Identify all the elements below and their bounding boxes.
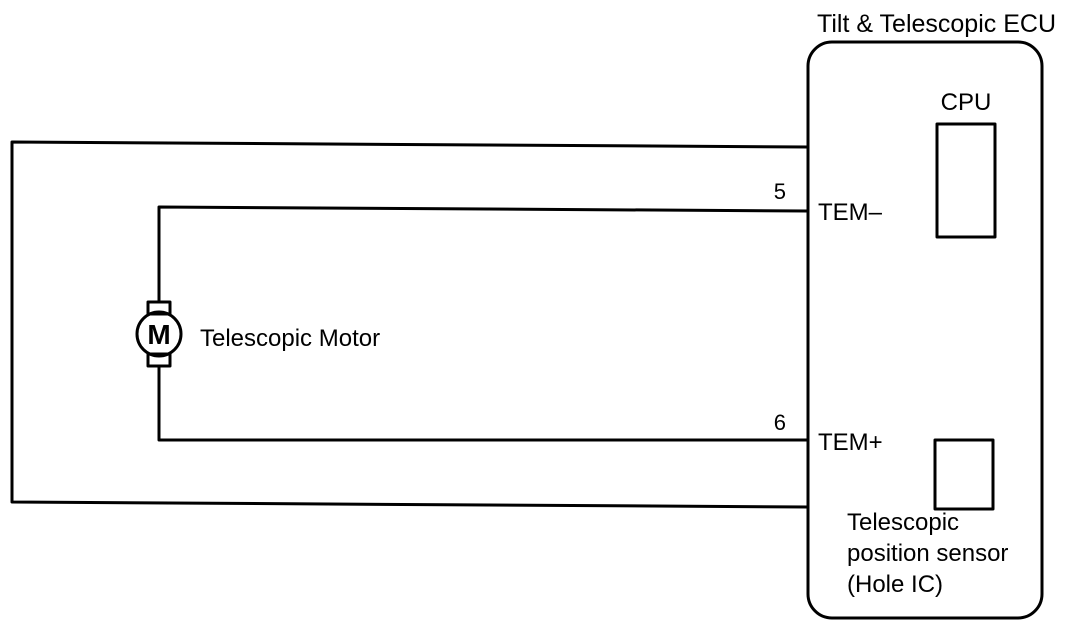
pin-number-5: 5 xyxy=(774,179,786,204)
wire-tem-plus xyxy=(157,366,808,442)
motor-label: Telescopic Motor xyxy=(200,325,380,352)
ecu-housing xyxy=(806,40,1044,620)
sensor-label-line-1: Telescopic xyxy=(847,509,959,536)
sensor-loop-wire xyxy=(10,140,809,509)
wire-tem-minus xyxy=(157,205,809,302)
pin-number-6: 6 xyxy=(774,410,786,435)
motor-icon: M xyxy=(135,300,183,368)
sensor-label-line-3: (Hole IC) xyxy=(847,571,943,598)
sensor-label-line-2: position sensor xyxy=(847,540,1008,567)
cpu-block xyxy=(935,122,997,239)
motor-symbol: M xyxy=(147,319,170,350)
pin-name-tem-minus: TEM– xyxy=(818,199,883,226)
pin-name-tem-plus: TEM+ xyxy=(818,429,883,456)
position-sensor-block xyxy=(933,438,995,511)
cpu-label: CPU xyxy=(941,89,992,116)
ecu-title: Tilt & Telescopic ECU xyxy=(817,10,1056,38)
